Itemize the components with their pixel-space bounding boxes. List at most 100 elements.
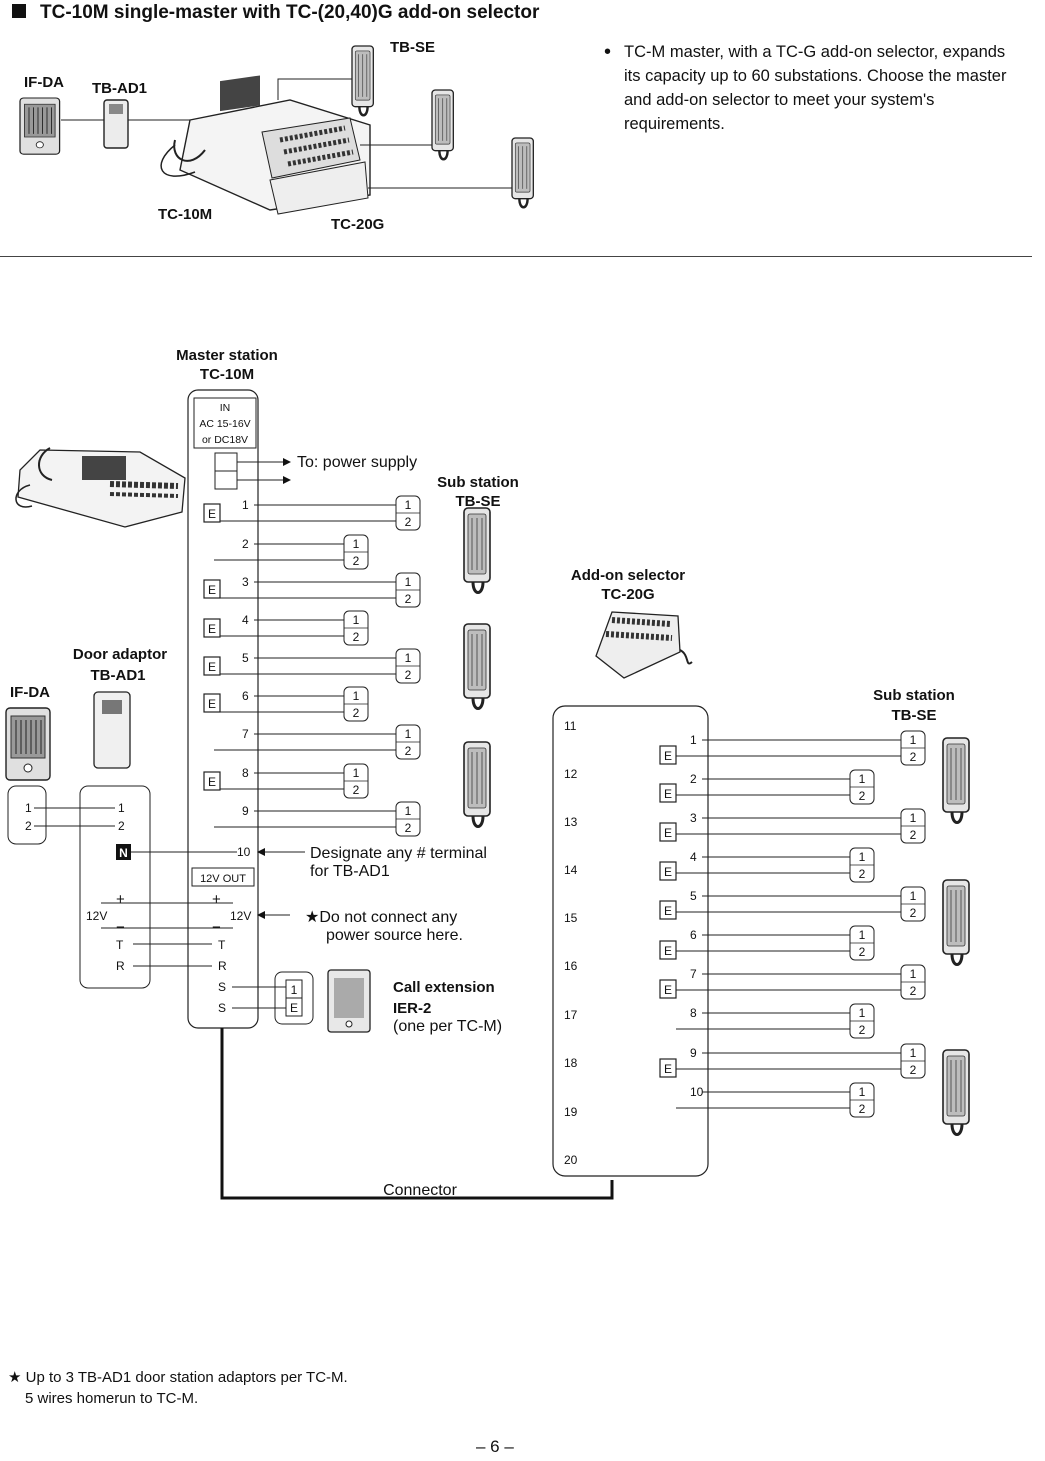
substation-handset-icon xyxy=(462,622,492,710)
call-note: (one per TC-M) xyxy=(393,1018,502,1035)
page-title: TC-10M single-master with TC-(20,40)G ad… xyxy=(12,2,539,24)
designate-line1: Designate any # terminal xyxy=(310,845,487,862)
connector-cable xyxy=(220,1028,614,1200)
substation-handset-icon xyxy=(941,1048,971,1136)
sub-term-2: 2 xyxy=(910,750,917,764)
out-box-label: 12V OUT xyxy=(200,873,246,885)
addon-term-label: 9 xyxy=(690,1046,697,1060)
selector-number: 20 xyxy=(564,1153,578,1167)
e-label: E xyxy=(664,983,672,997)
addon-term-label: 5 xyxy=(690,889,697,903)
power-terminal xyxy=(214,470,238,490)
sub2-model: TB-SE xyxy=(892,707,937,724)
top-addon-selector-icon xyxy=(261,117,369,215)
sub-term-1: 1 xyxy=(405,651,412,665)
sub-title: Sub station xyxy=(437,474,519,491)
top-substation-icon xyxy=(430,88,455,161)
sub-term-1: 1 xyxy=(859,850,866,864)
arrow-icon xyxy=(283,476,291,484)
arrow-icon xyxy=(257,848,265,856)
e-label: E xyxy=(208,622,216,636)
e-label: E xyxy=(664,787,672,801)
top-ifda-icon xyxy=(19,97,61,155)
sub-term-1: 1 xyxy=(353,537,360,551)
top-tc10m-label: TC-10M xyxy=(158,206,212,223)
substation-handset-icon xyxy=(941,736,971,824)
sub-term-1: 1 xyxy=(353,766,360,780)
e-label: E xyxy=(208,660,216,674)
addon-terminal-block xyxy=(552,705,709,1177)
sub-term-2: 2 xyxy=(859,1102,866,1116)
input-box xyxy=(193,397,257,449)
connector-label: Connector xyxy=(383,1182,457,1199)
substation-handset-icon xyxy=(462,506,492,594)
selector-number: 19 xyxy=(564,1105,578,1119)
designate-line2: for TB-AD1 xyxy=(310,863,390,880)
addon-term-label: 7 xyxy=(690,967,697,981)
sub-term-2: 2 xyxy=(859,867,866,881)
e-label: E xyxy=(208,697,216,711)
n-label: N xyxy=(119,846,128,860)
sub-term-2: 2 xyxy=(353,630,360,644)
selector-number: 14 xyxy=(564,863,578,877)
sub-term-2: 2 xyxy=(353,783,360,797)
e-label: E xyxy=(664,904,672,918)
addon-term-label: 4 xyxy=(690,850,697,864)
input-label: or DC18V xyxy=(202,434,248,446)
minus-right: − xyxy=(212,919,221,936)
master-title: Master station xyxy=(176,347,278,364)
selector-number: 16 xyxy=(564,959,578,973)
top-tbad1-icon xyxy=(103,99,129,149)
door-model: TB-AD1 xyxy=(91,667,146,684)
e-label: E xyxy=(664,749,672,763)
noconnect-line2: power source here. xyxy=(326,927,463,944)
master-term-label: 2 xyxy=(242,537,249,551)
sub-term-2: 2 xyxy=(910,1063,917,1077)
sub-term-1: 1 xyxy=(859,772,866,786)
selector-number: 12 xyxy=(564,767,578,781)
tbad1-terminal-block xyxy=(79,785,151,989)
sub-term-1: 1 xyxy=(859,1085,866,1099)
sub-term-1: 1 xyxy=(405,727,412,741)
sub-term-2: 2 xyxy=(405,821,412,835)
sub-term-1: 1 xyxy=(405,498,412,512)
plus-left: + xyxy=(116,891,125,908)
s-label: S xyxy=(218,1001,226,1015)
e-label: E xyxy=(664,1062,672,1076)
addon-model: TC-20G xyxy=(601,586,654,603)
n-terminal xyxy=(116,844,131,860)
selector-number: 11 xyxy=(564,719,577,733)
addon-term-label: 6 xyxy=(690,928,697,942)
sub-term-2: 2 xyxy=(353,554,360,568)
ier2-icon xyxy=(327,969,371,1033)
e-label: E xyxy=(664,865,672,879)
addon-term-label: 3 xyxy=(690,811,697,825)
ifda-label: IF-DA xyxy=(10,684,50,701)
out-box xyxy=(191,867,255,887)
master-term-label: 3 xyxy=(242,575,249,589)
e-label: E xyxy=(208,583,216,597)
sub-term-2: 2 xyxy=(859,789,866,803)
description: • TC-M master, with a TC-G add-on select… xyxy=(604,41,1007,133)
addon-title: Add-on selector xyxy=(571,567,685,584)
e-label: E xyxy=(664,826,672,840)
master-term-label: 5 xyxy=(242,651,249,665)
term-10: 10 xyxy=(237,845,251,859)
substation-handset-icon xyxy=(941,878,971,966)
sub-term-1: 1 xyxy=(910,811,917,825)
master-term-label: 6 xyxy=(242,689,249,703)
top-tbad1-label: TB-AD1 xyxy=(92,80,147,97)
selector-number: 15 xyxy=(564,911,578,925)
ier2-term-e-label: E xyxy=(290,1001,298,1015)
tbad1-term-2: 2 xyxy=(118,819,125,833)
ifda-icon xyxy=(5,707,51,781)
s-label: S xyxy=(218,980,226,994)
e-label: E xyxy=(208,507,216,521)
top-wire xyxy=(277,78,352,100)
selector-number: 13 xyxy=(564,815,578,829)
arrow-icon xyxy=(283,458,291,466)
top-ifda-label: IF-DA xyxy=(24,74,64,91)
